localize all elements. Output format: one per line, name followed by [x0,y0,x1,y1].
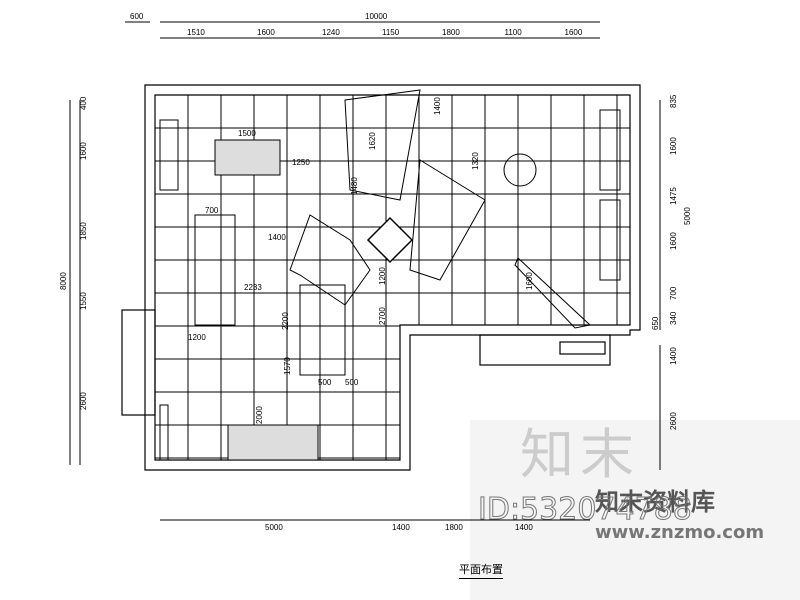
drawing-title: 平面布置 [459,561,503,579]
dim-bottom-segment: 5000 [265,523,283,532]
interior-dim-label: 700 [205,206,219,215]
dimension-lines [69,21,661,521]
angled-counter [289,214,371,306]
dim-bottom-segment: 1800 [445,523,463,532]
dim-top-segment: 1150 [382,28,400,37]
lower-right-platform [479,334,611,366]
interior-dim-label: 500 [345,378,359,387]
outer-wall [144,84,641,471]
interior-dim-label: 2233 [244,283,262,292]
dim-top-segment: 1100 [505,28,523,37]
angled-desk-2 [409,159,486,281]
sofa-right-top [599,109,621,191]
dim-right-segment: 1400 [669,347,678,365]
step [559,341,606,355]
left-notch [121,309,156,416]
watermark-id: ID:532074788 [478,492,693,528]
dim-right-middle: 5000 [683,207,692,225]
interior-dim-label: 1600 [525,272,534,290]
dim-right-segment: 1600 [669,232,678,250]
dim-right-segment: 700 [669,286,678,300]
dim-left-segment: 1850 [79,222,88,240]
inner-wall [154,94,631,461]
planter-top [214,139,281,176]
bench [514,257,592,329]
dim-right-segments: 835 1600 1475 1600 700 340 1400 2600 [669,94,678,430]
walls [121,84,641,471]
dim-left-segments: 400 1600 1850 1550 2600 [79,96,88,410]
dim-top-segment: 1600 [565,28,583,37]
interior-dim-label: 500 [318,378,332,387]
dim-top-segment: 1600 [257,28,275,37]
round-table [503,153,537,187]
interior-dimension-labels: 1500 1250 700 1400 2233 1200 2000 1620 1480 1400 1… [188,97,534,424]
dim-top-left: 600 [130,12,144,21]
interior-dim-label: 1200 [378,267,387,285]
dim-bottom-segment: 1400 [515,523,533,532]
dim-left-segment: 2600 [79,392,88,410]
interior-dim-label: 1400 [433,97,442,115]
north-marker [366,216,414,264]
dim-right-offset: 650 [651,316,660,330]
dim-top-overall: 10000 [365,12,388,21]
dim-left-segment: 1550 [79,292,88,310]
interior-dim-label: 1400 [268,233,286,242]
shelf [159,404,169,461]
dim-top-segment: 1510 [187,28,205,37]
dim-left-segment: 1600 [79,142,88,160]
interior-dim-label: 1200 [188,333,206,342]
display-cabinet [299,284,346,376]
dim-right-segment: 2600 [669,412,678,430]
dim-top-segment: 1240 [322,28,340,37]
interior-dim-label: 2700 [378,307,387,325]
interior-dim-label: 1250 [292,158,310,167]
sofa-left [159,119,179,191]
watermark-subtitle: 知末资料库 [595,488,715,516]
dim-left-segment: 400 [79,96,88,110]
dim-bottom-segments: 5000 1400 1800 1400 [265,523,533,532]
furniture [159,89,621,461]
planter-bottom [227,424,319,461]
angled-desk-1 [344,89,421,201]
interior-dim-label: 1500 [238,129,256,138]
sofa-right-mid [599,199,621,281]
interior-dim-label: 1320 [471,152,480,170]
dim-top-segments: 1510 1600 1240 1150 1800 1100 1600 [187,28,583,37]
dim-top-segment: 1800 [442,28,460,37]
reception-desk [194,214,236,326]
dim-right-segment: 835 [669,94,678,108]
dim-right-segment: 340 [669,311,678,325]
interior-dim-label: 2000 [255,406,264,424]
dim-left-overall: 8000 [59,272,68,290]
watermark-panel [470,420,800,600]
dim-right-segment: 1475 [669,187,678,205]
watermark-url: www.znzmo.com [595,522,765,543]
dim-bottom-segment: 1400 [392,523,410,532]
interior-dim-label: 1570 [283,357,292,375]
interior-dim-label: 1480 [350,177,359,195]
watermark-logo: 知末 [520,423,640,486]
interior-dim-label: 2200 [281,312,290,330]
interior-dim-label: 1620 [368,132,377,150]
dim-right-segment: 1600 [669,137,678,155]
